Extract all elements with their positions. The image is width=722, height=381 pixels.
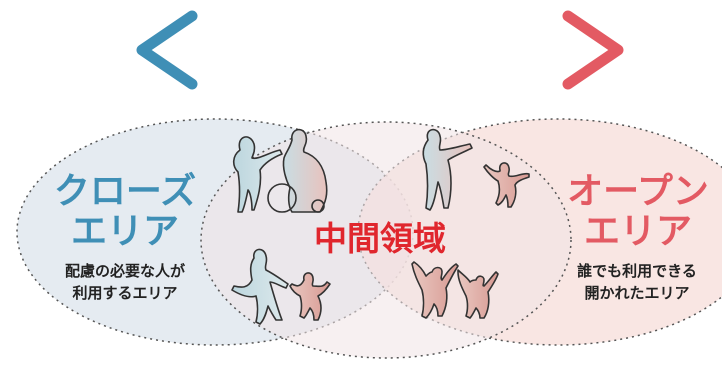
closed-area-title: クローズ エリア xyxy=(40,172,210,252)
open-area-title-line1: オープン xyxy=(567,171,709,212)
closed-area-title-line1: クローズ xyxy=(53,171,197,212)
closed-area-description: 配慮の必要な人が 利用するエリア xyxy=(40,260,210,304)
adult-holding-child-hand-icon xyxy=(231,248,331,325)
middle-area-label: 中間領域 xyxy=(314,219,446,258)
people-raising-arms-icon xyxy=(411,261,499,319)
person-dancing-icon xyxy=(422,128,473,211)
closed-area-title-line2: エリア xyxy=(70,211,179,252)
open-area-desc-line1: 誰でも利用できる xyxy=(577,262,697,280)
open-area-title-line2: エリア xyxy=(583,211,692,252)
open-area-desc-line2: 開かれたエリア xyxy=(584,284,690,302)
person-with-wheelchair-icon xyxy=(232,128,328,213)
open-area-description: 誰でも利用できる 開かれたエリア xyxy=(552,260,722,304)
closed-area-desc-line1: 配慮の必要な人が xyxy=(64,262,185,280)
open-area-title: オープン エリア xyxy=(548,172,722,252)
double-arrow-icon xyxy=(136,10,624,90)
child-dancing-icon xyxy=(483,162,530,208)
closed-area-desc-line2: 利用するエリア xyxy=(72,284,178,302)
